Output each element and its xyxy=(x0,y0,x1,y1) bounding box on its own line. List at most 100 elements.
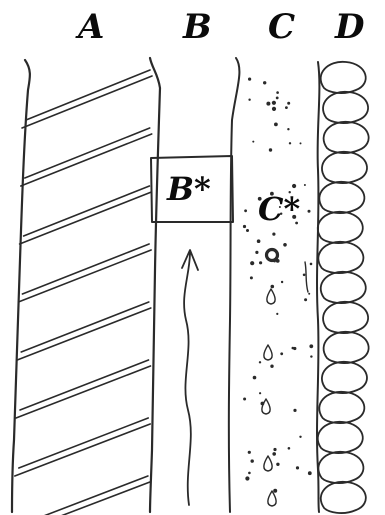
spiral-coil xyxy=(323,92,368,123)
flow-arrow-icon xyxy=(182,250,198,505)
inset-label-b-star: B* xyxy=(166,170,211,208)
column-c-tick-mark xyxy=(305,262,308,292)
column-c-teardrops xyxy=(262,289,276,506)
texture-dot xyxy=(309,344,313,348)
spiral-coil xyxy=(318,452,363,483)
spiral-coil xyxy=(321,272,366,303)
texture-dot xyxy=(272,452,276,456)
hatch-stroke xyxy=(14,482,150,515)
teardrop-icon xyxy=(264,345,272,360)
column-c-dot-texture xyxy=(243,78,313,493)
hatch-stroke xyxy=(25,128,150,178)
hatch-stroke xyxy=(16,366,151,418)
texture-dot xyxy=(259,392,261,394)
spiral-coil xyxy=(323,302,368,333)
spiral-coil xyxy=(318,422,363,453)
texture-dot xyxy=(259,261,262,264)
hatch-stroke xyxy=(26,70,150,120)
texture-dot xyxy=(272,107,276,111)
hatch-stroke xyxy=(17,308,151,360)
texture-dot xyxy=(308,471,312,475)
texture-dot xyxy=(289,142,291,144)
texture-dot xyxy=(276,91,279,94)
column-d-strip xyxy=(318,62,369,513)
texture-dot xyxy=(272,233,275,236)
spiral-coil xyxy=(324,332,369,363)
teardrop-icon xyxy=(267,289,275,304)
texture-dot xyxy=(248,451,251,454)
texture-dot xyxy=(300,142,302,144)
texture-dot xyxy=(248,78,251,81)
column-label-c: C xyxy=(268,7,295,47)
texture-dot xyxy=(308,210,311,213)
texture-dot xyxy=(293,409,296,412)
texture-dot xyxy=(243,398,246,401)
hatch-stroke xyxy=(22,76,152,128)
texture-dot xyxy=(251,459,254,462)
texture-dot xyxy=(273,448,276,451)
spiral-coil xyxy=(321,62,366,93)
texture-dot xyxy=(243,225,246,228)
column-a-left-wall xyxy=(12,60,30,512)
hatch-stroke xyxy=(21,134,152,186)
texture-dot xyxy=(299,436,301,438)
spiral-coil xyxy=(319,392,364,423)
column-a-right-wall xyxy=(150,58,160,512)
spiral-coil xyxy=(319,182,364,213)
texture-dot xyxy=(250,276,253,279)
spiral-coil xyxy=(322,362,367,393)
texture-dot xyxy=(310,263,313,266)
texture-dot xyxy=(250,261,254,265)
texture-dot xyxy=(308,293,310,295)
texture-dot xyxy=(248,472,251,475)
texture-dot xyxy=(304,298,307,301)
texture-dot xyxy=(263,81,266,84)
texture-dot xyxy=(285,106,288,109)
texture-dot xyxy=(274,123,278,127)
spiral-coil xyxy=(322,152,367,183)
column-label-a: A xyxy=(75,7,104,47)
texture-dot xyxy=(248,99,250,101)
texture-dot xyxy=(283,243,287,247)
column-b-strip: B* xyxy=(151,58,239,512)
column-a-strip xyxy=(12,58,160,515)
texture-dot xyxy=(245,476,249,480)
texture-dot xyxy=(276,313,278,315)
texture-dot xyxy=(292,347,295,350)
hatch-stroke xyxy=(19,418,148,468)
inset-label-c-star: C* xyxy=(258,190,300,228)
hatch-stroke xyxy=(15,424,150,476)
column-b-right-wall xyxy=(229,58,240,512)
texture-dot xyxy=(246,229,249,232)
texture-dot xyxy=(272,101,276,105)
texture-dot xyxy=(255,251,258,254)
column-label-d: D xyxy=(334,7,365,47)
column-d-spiral-coils xyxy=(318,62,369,513)
texture-dot xyxy=(287,128,289,130)
texture-dot xyxy=(310,355,312,357)
column-label-b: B xyxy=(182,7,212,47)
texture-dot xyxy=(288,447,291,450)
texture-dot xyxy=(280,352,283,355)
texture-dot xyxy=(266,102,270,106)
hatch-stroke xyxy=(18,250,151,302)
hatch-stroke xyxy=(20,360,149,410)
hatch-stroke xyxy=(18,476,148,515)
hatch-stroke xyxy=(22,244,149,294)
texture-dot xyxy=(287,102,290,105)
texture-dot xyxy=(276,97,279,100)
teardrop-icon xyxy=(264,456,272,471)
hatch-stroke xyxy=(21,302,149,352)
texture-dot xyxy=(281,281,283,283)
texture-dot xyxy=(257,239,261,243)
texture-dot xyxy=(270,365,273,368)
texture-dot xyxy=(276,463,279,466)
texture-dot xyxy=(292,184,296,188)
column-a-diagonal-hatching xyxy=(14,70,152,515)
texture-dot xyxy=(252,141,254,143)
hatch-stroke xyxy=(24,186,150,236)
ring-icon xyxy=(267,250,278,261)
column-c-strip: C* xyxy=(243,62,320,512)
texture-dot xyxy=(269,148,272,151)
